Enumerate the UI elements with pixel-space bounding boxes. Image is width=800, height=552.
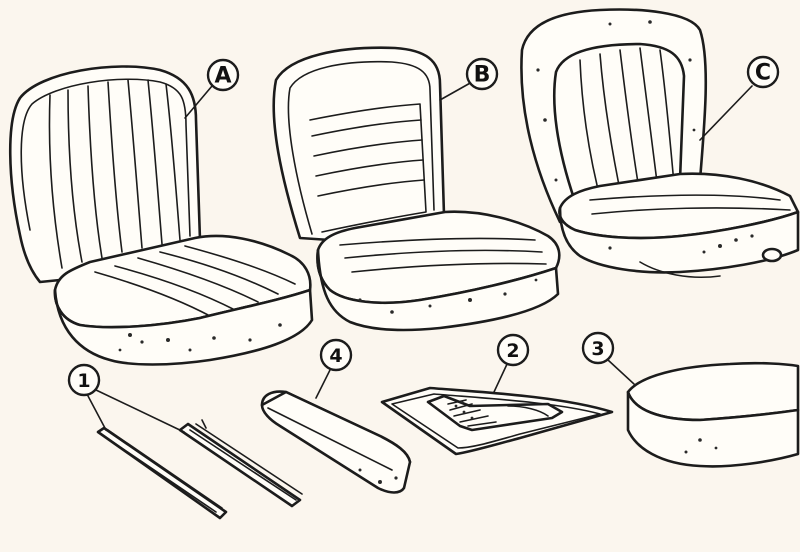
seat-c-leader	[699, 85, 753, 141]
part-1-runner-left	[96, 426, 228, 520]
part-1-leader-right	[95, 389, 185, 433]
svg-text:2: 2	[506, 340, 519, 362]
seat-b-label: B	[465, 57, 499, 91]
part-2-mesh	[447, 399, 497, 427]
part-2-base-pan: 2	[380, 333, 614, 456]
part-4-leader	[315, 369, 331, 399]
seat-a-cushion-pleats	[94, 245, 296, 317]
seat-b-leader	[439, 81, 473, 101]
seat-b-cushion-front	[316, 248, 560, 332]
svg-text:4: 4	[329, 345, 342, 367]
seat-b-back-pleats	[311, 119, 425, 197]
part-3-label: 3	[581, 331, 615, 365]
seat-c-runner	[639, 261, 721, 279]
seat-c-label: C	[746, 55, 780, 89]
seat-a-cushion-front	[53, 288, 314, 366]
seat-c-frame-texture	[536, 20, 696, 182]
seat-b-cushion-pleats	[339, 237, 547, 273]
part-3-pad-top	[626, 361, 800, 422]
part-4-armrest: 4	[260, 338, 412, 494]
seat-b-backrest	[272, 46, 446, 242]
part-1-runner-right	[178, 422, 302, 508]
svg-text:A: A	[214, 64, 231, 89]
svg-text:3: 3	[591, 338, 604, 360]
part-3-pad-side	[626, 390, 800, 468]
svg-text:1: 1	[77, 370, 90, 392]
part-1-leader-left	[87, 395, 107, 431]
part-4-texture	[358, 468, 398, 484]
svg-text:B: B	[474, 63, 491, 88]
seat-a: A	[8, 58, 314, 366]
seat-b: B	[272, 46, 561, 332]
part-2-leader	[493, 361, 509, 393]
part-4-label: 4	[319, 338, 353, 372]
seat-a-label: A	[206, 58, 240, 92]
part-3-leader	[607, 359, 635, 385]
part-2-label: 2	[496, 333, 530, 367]
part-1-runners: 1	[67, 363, 303, 520]
seat-c-back-pleats	[579, 47, 675, 206]
seat-c-backrest-panel	[552, 42, 686, 212]
seat-c-texture	[608, 234, 754, 254]
part-3-texture	[684, 438, 718, 454]
seat-b-texture	[358, 278, 538, 314]
seat-c: C	[520, 8, 800, 279]
seat-a-back-pleats	[48, 79, 181, 269]
seat-a-leader	[184, 85, 213, 119]
seat-a-texture	[118, 323, 282, 352]
seat-c-runner-wheel	[761, 247, 783, 263]
part-1-label: 1	[67, 363, 101, 397]
seat-c-cushion-pleats	[589, 194, 791, 215]
seat-c-cushion-front	[558, 206, 800, 274]
part-3-cushion-pad: 3	[581, 331, 800, 468]
seat-b-center-panel	[309, 103, 427, 233]
svg-text:C: C	[755, 61, 771, 86]
